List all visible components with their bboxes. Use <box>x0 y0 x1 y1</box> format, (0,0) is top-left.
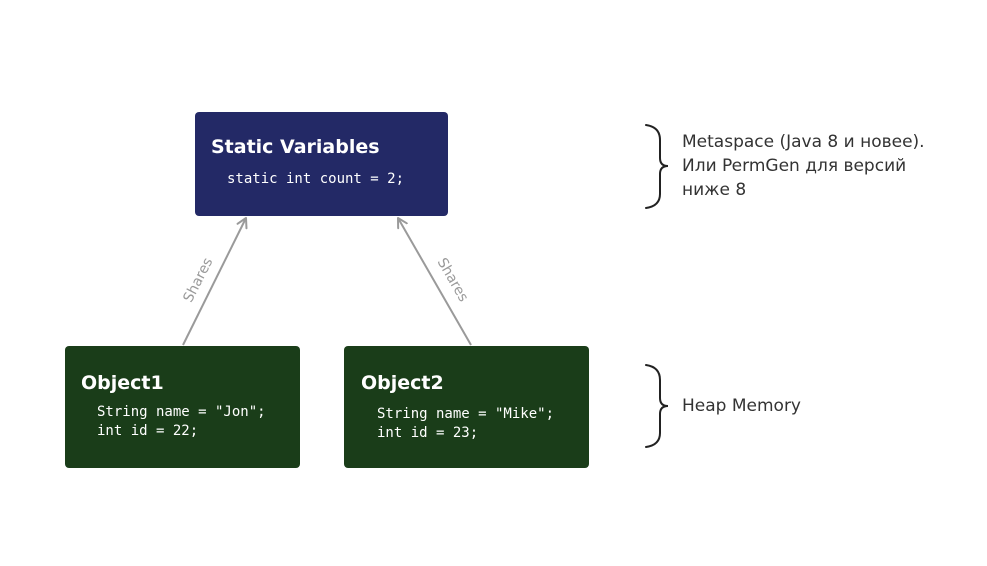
object2-code-line-name: String name = "Mike"; <box>377 406 555 422</box>
static-variables-title: Static Variables <box>211 136 380 158</box>
shares-label-right: Shares <box>434 255 472 304</box>
shares-arrow-right <box>397 217 472 346</box>
object1-code: String name = "Jon"; int id = 22; <box>97 403 266 441</box>
object2-title: Object2 <box>361 372 444 394</box>
metaspace-note: Metaspace (Java 8 и новее). Или PermGen … <box>682 132 925 200</box>
shares-arrow-left <box>182 217 248 346</box>
object1-box: Object1 String name = "Jon"; int id = 22… <box>65 346 300 468</box>
object1-title: Object1 <box>81 372 164 394</box>
heap-memory-note: Heap Memory <box>682 396 801 416</box>
static-variables-code-line: static int count = 2; <box>227 171 405 187</box>
object2-box: Object2 String name = "Mike"; int id = 2… <box>344 346 589 468</box>
curly-brace-icon <box>645 364 669 448</box>
object2-code: String name = "Mike"; int id = 23; <box>377 405 554 443</box>
static-variables-box: Static Variables static int count = 2; <box>195 112 448 216</box>
curly-brace-icon <box>645 124 669 209</box>
object2-code-line-id: int id = 23; <box>377 425 479 441</box>
shares-label-left: Shares <box>180 255 216 305</box>
object1-code-line-id: int id = 22; <box>97 423 199 439</box>
object1-code-line-name: String name = "Jon"; <box>97 404 266 420</box>
